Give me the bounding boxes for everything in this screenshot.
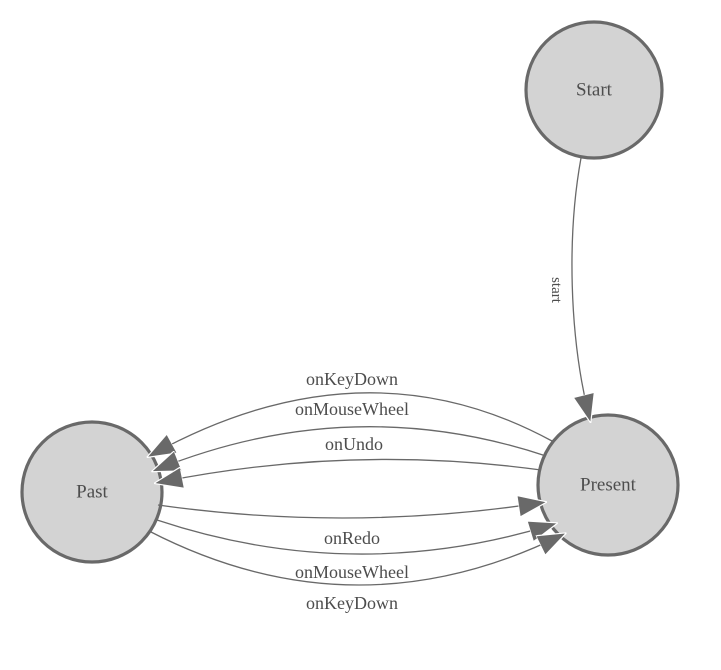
node-past: Past [20, 420, 164, 564]
edge-label-onundo: onUndo [325, 434, 383, 454]
edge-label-start: start [548, 277, 564, 304]
node-present-circle [536, 413, 680, 557]
edge-past-to-present-onredo [157, 503, 540, 519]
edge-label-onmousewheel-bottom: onMouseWheel [295, 562, 409, 582]
edge-present-to-past-onmousewheel [158, 426, 547, 469]
edge-present-to-past-onkeydown [153, 392, 553, 454]
node-present: Present [536, 413, 680, 557]
edge-past-to-present-onkeydown [148, 530, 560, 586]
node-start: Start [524, 20, 664, 160]
node-start-label: Start [576, 80, 613, 101]
edge-label-onmousewheel-top: onMouseWheel [295, 399, 409, 419]
edge-present-to-past-onundo [161, 458, 542, 482]
edge-label-onkeydown-bottom: onKeyDown [306, 593, 398, 613]
edge-start-to-present [571, 157, 589, 416]
node-present-label: Present [580, 475, 637, 496]
node-past-label: Past [76, 482, 108, 503]
edge-label-onkeydown-top: onKeyDown [306, 369, 398, 389]
node-past-circle [20, 420, 164, 564]
edge-label-onredo: onRedo [324, 528, 380, 548]
node-start-circle [524, 20, 664, 160]
edge-past-to-present-onmousewheel [156, 519, 551, 555]
